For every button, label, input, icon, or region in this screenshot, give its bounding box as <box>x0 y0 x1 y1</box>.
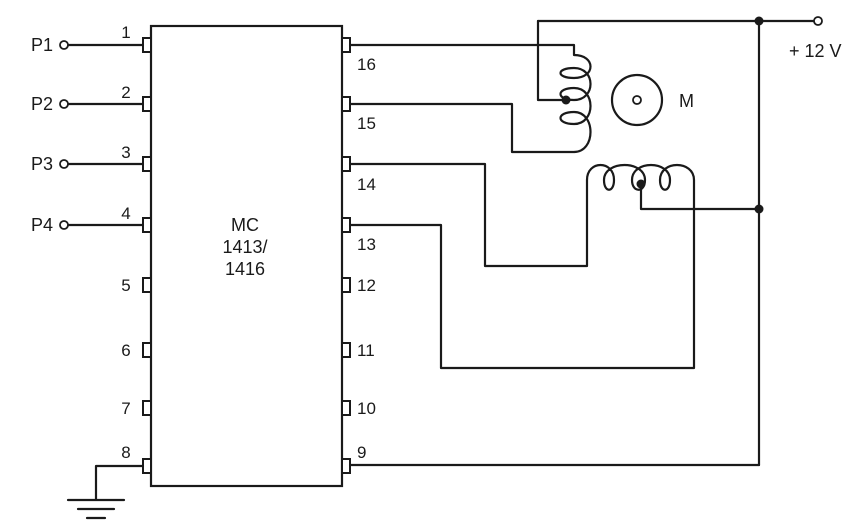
supply-rail <box>348 16 823 467</box>
input-p2-label: P2 <box>31 94 53 114</box>
ic-body <box>149 24 344 488</box>
supply-voltage-label: + 12 V <box>789 41 842 61</box>
pin-11-label: 11 <box>357 341 375 360</box>
left-pin-stubs <box>142 37 152 474</box>
pin-6-label: 6 <box>121 341 130 360</box>
input-p3-label: P3 <box>31 154 53 174</box>
junction-dot <box>561 95 571 105</box>
input-p1-label: P1 <box>31 35 53 55</box>
pin-14-label: 14 <box>357 175 376 194</box>
motor-label: M <box>679 91 694 111</box>
pin-4-label: 4 <box>121 204 130 223</box>
pin-10-label: 10 <box>357 399 376 418</box>
vertical-winding <box>348 19 592 154</box>
ic-label-line2: 1413/ <box>222 237 267 257</box>
ic-label-line1: MC <box>231 215 259 235</box>
right-pin-stubs <box>341 37 351 474</box>
ground-symbol <box>66 464 145 520</box>
input-wires <box>59 40 145 230</box>
pin-1-label: 1 <box>121 23 130 42</box>
pin-7-label: 7 <box>121 399 130 418</box>
pin-12-label: 12 <box>357 276 376 295</box>
junction-dot <box>636 179 646 189</box>
pin-13-label: 13 <box>357 235 376 254</box>
pin-9-label: 9 <box>357 443 366 462</box>
pin-8-label: 8 <box>121 443 130 462</box>
junction-dot <box>754 16 764 26</box>
horizontal-winding <box>348 162 761 370</box>
pin-3-label: 3 <box>121 143 130 162</box>
pin-16-label: 16 <box>357 55 376 74</box>
pin-5-label: 5 <box>121 276 130 295</box>
pin-2-label: 2 <box>121 83 130 102</box>
input-p4-label: P4 <box>31 215 53 235</box>
pin-15-label: 15 <box>357 114 376 133</box>
ic-label-line3: 1416 <box>225 259 265 279</box>
motor-symbol <box>610 73 664 127</box>
